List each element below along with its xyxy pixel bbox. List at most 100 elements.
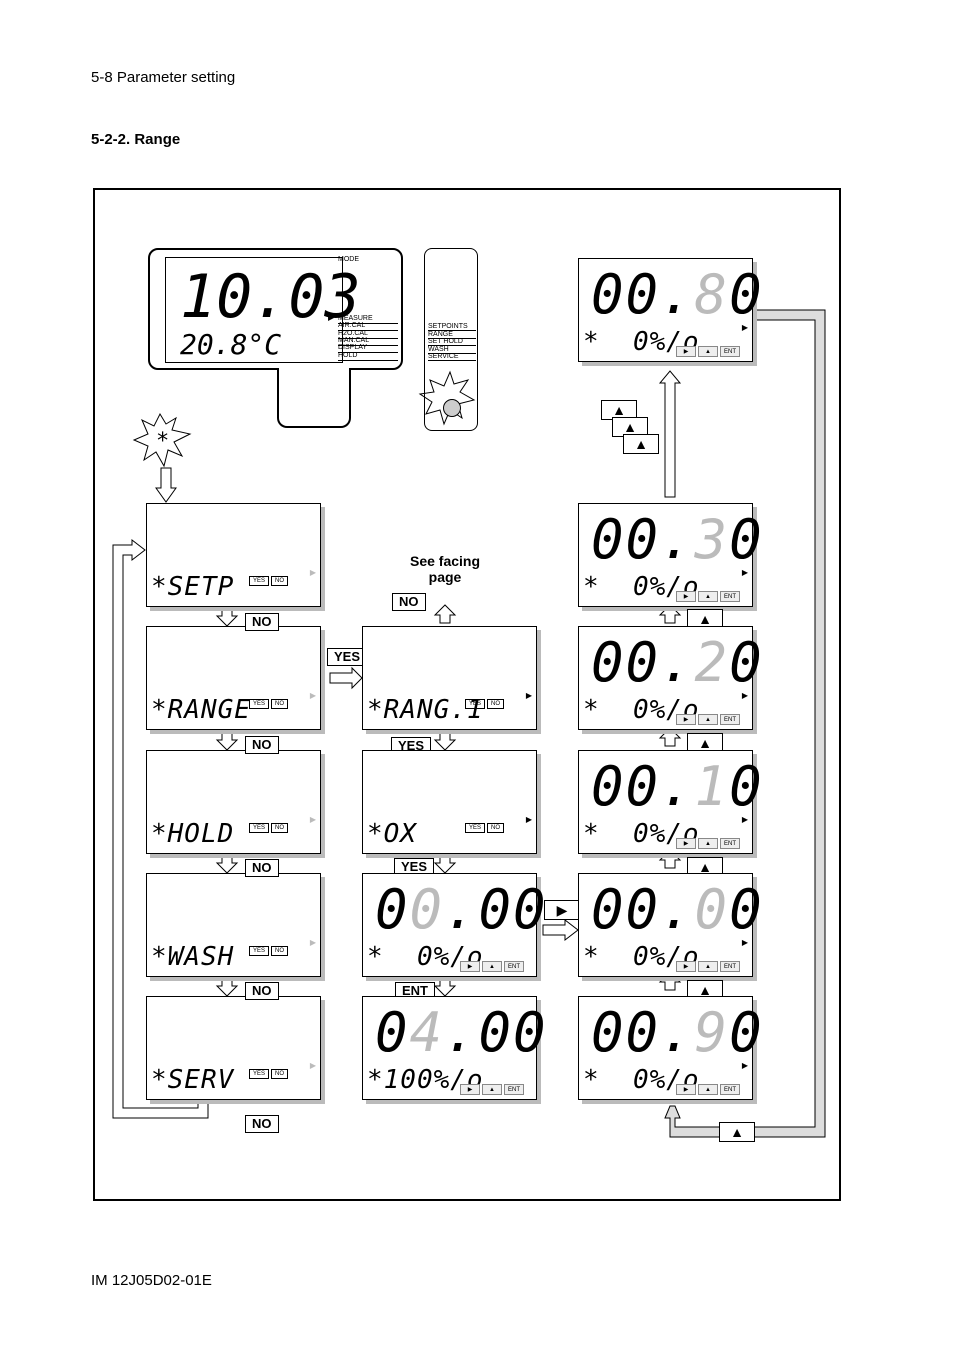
lcd-value: 00.30 [591,508,764,571]
arrow-icon: ▶ [525,815,532,824]
no-label: NO [245,613,279,631]
lcd-value: 00.20 [591,631,764,694]
lcd-text: * 0%/o [583,942,700,972]
lcd-text: *WASH [151,942,235,972]
mode-air-cal: AIR.CAL [338,322,398,331]
yes-key: YES [248,823,269,833]
right-key: ▶ [676,961,696,972]
no-key: NO [271,699,288,709]
yes-label: YES [327,648,368,666]
ent-key: ENT [720,961,740,972]
ent-key: ENT [504,1084,524,1095]
arrow-icon: ▶ [309,938,316,947]
arrow-icon: ▶ [309,815,316,824]
no-key: NO [487,823,504,833]
lcd-r00: 00.00 * 0%/o ▶▲ENT ▶ [578,873,762,977]
up-key: ▲ [698,714,718,725]
lcd-val-low: 00.00 * 0%/o ▶▲ENT [362,873,546,977]
side-panel: SETPOINTS RANGE SET HOLD WASH SERVICE [424,248,478,431]
lcd-value: 00.80 [591,263,764,326]
lcd-text: *RANG.1 [367,695,484,725]
panel-key-icon[interactable] [443,399,461,417]
right-key: ▶ [676,838,696,849]
lcd-value: 00.10 [591,755,764,818]
right-key: ▶ [676,591,696,602]
arrow-icon: ▶ [309,691,316,700]
right-key-button: ▶ [544,900,580,920]
note-line2: page [428,569,462,585]
note-line1: See facing [409,553,481,569]
arrow-icon: ▶ [741,938,748,947]
no-label: NO [245,736,279,754]
main-temp: 20.8°C [180,328,282,361]
no-label: NO [392,593,426,611]
lcd-text: *HOLD [151,819,235,849]
mode-title: MODE [338,256,359,263]
up-key: ▲ [698,591,718,602]
no-label: NO [245,859,279,877]
right-key: ▶ [460,961,480,972]
no-key: NO [487,699,504,709]
up-key: ▲ [698,346,718,357]
no-key: NO [271,1069,288,1079]
no-key: NO [271,576,288,586]
yes-key: YES [464,823,485,833]
yes-key: YES [248,946,269,956]
panel-setpoints: SETPOINTS [428,323,476,331]
right-key: ▶ [676,714,696,725]
doc-id: IM 12J05D02-01E [91,1272,212,1289]
yes-key: YES [248,576,269,586]
lcd-r80: 00.80 * 0%/o ▶▲ENT ▶ [578,258,762,362]
up-key: ▲ [482,1084,502,1095]
panel-service: SERVICE [428,353,476,361]
arrow-icon: ▶ [309,568,316,577]
lcd-text: *SERV [151,1065,235,1095]
lcd-r20: 00.20 * 0%/o ▶▲ENT ▶ [578,626,762,730]
ent-key: ENT [504,961,524,972]
no-label: NO [245,1115,279,1133]
right-key: ▶ [676,346,696,357]
lcd-value: 00.00 [375,878,548,941]
up-key: ▲ [698,1084,718,1095]
lcd-r30: 00.30 * 0%/o ▶▲ENT ▶ [578,503,762,607]
ent-key: ENT [720,714,740,725]
arrow-icon: ▶ [741,323,748,332]
arrow-icon: ▶ [741,691,748,700]
lcd-text: * 0%/o [583,1065,700,1095]
no-label: NO [245,982,279,1000]
mode-measure: MEASURE [338,315,398,324]
lcd-value: 00.90 [591,1001,764,1064]
right-key: ▶ [460,1084,480,1095]
yes-key: YES [248,699,269,709]
mode-hold: HOLD [338,352,398,361]
facing-page-note: See facing page [400,553,490,585]
up-key: ▲ [482,961,502,972]
mode-h2o-cal: H2O.CAL [338,330,398,339]
arrow-icon: ▶ [741,1061,748,1070]
mode-man-cal: MAN.CAL [338,337,398,346]
lcd-r90: 00.90 * 0%/o ▶▲ENT ▶ [578,996,762,1100]
panel-set-hold: SET HOLD [428,338,476,346]
ent-key: ENT [720,591,740,602]
page-header: 5-8 Parameter setting [91,69,236,86]
main-screen [165,257,343,363]
ent-key: ENT [720,346,740,357]
arrow-icon: ▶ [741,568,748,577]
lcd-text: *SETP [151,572,235,602]
right-key: ▶ [676,1084,696,1095]
panel-range: RANGE [428,331,476,339]
panel-wash: WASH [428,346,476,354]
no-key: NO [271,946,288,956]
lcd-value: 00.00 [591,878,764,941]
yes-key: YES [464,699,485,709]
main-value: 10.03 [180,262,361,332]
yes-key: YES [248,1069,269,1079]
no-key: NO [271,823,288,833]
up-key: ▲ [698,838,718,849]
